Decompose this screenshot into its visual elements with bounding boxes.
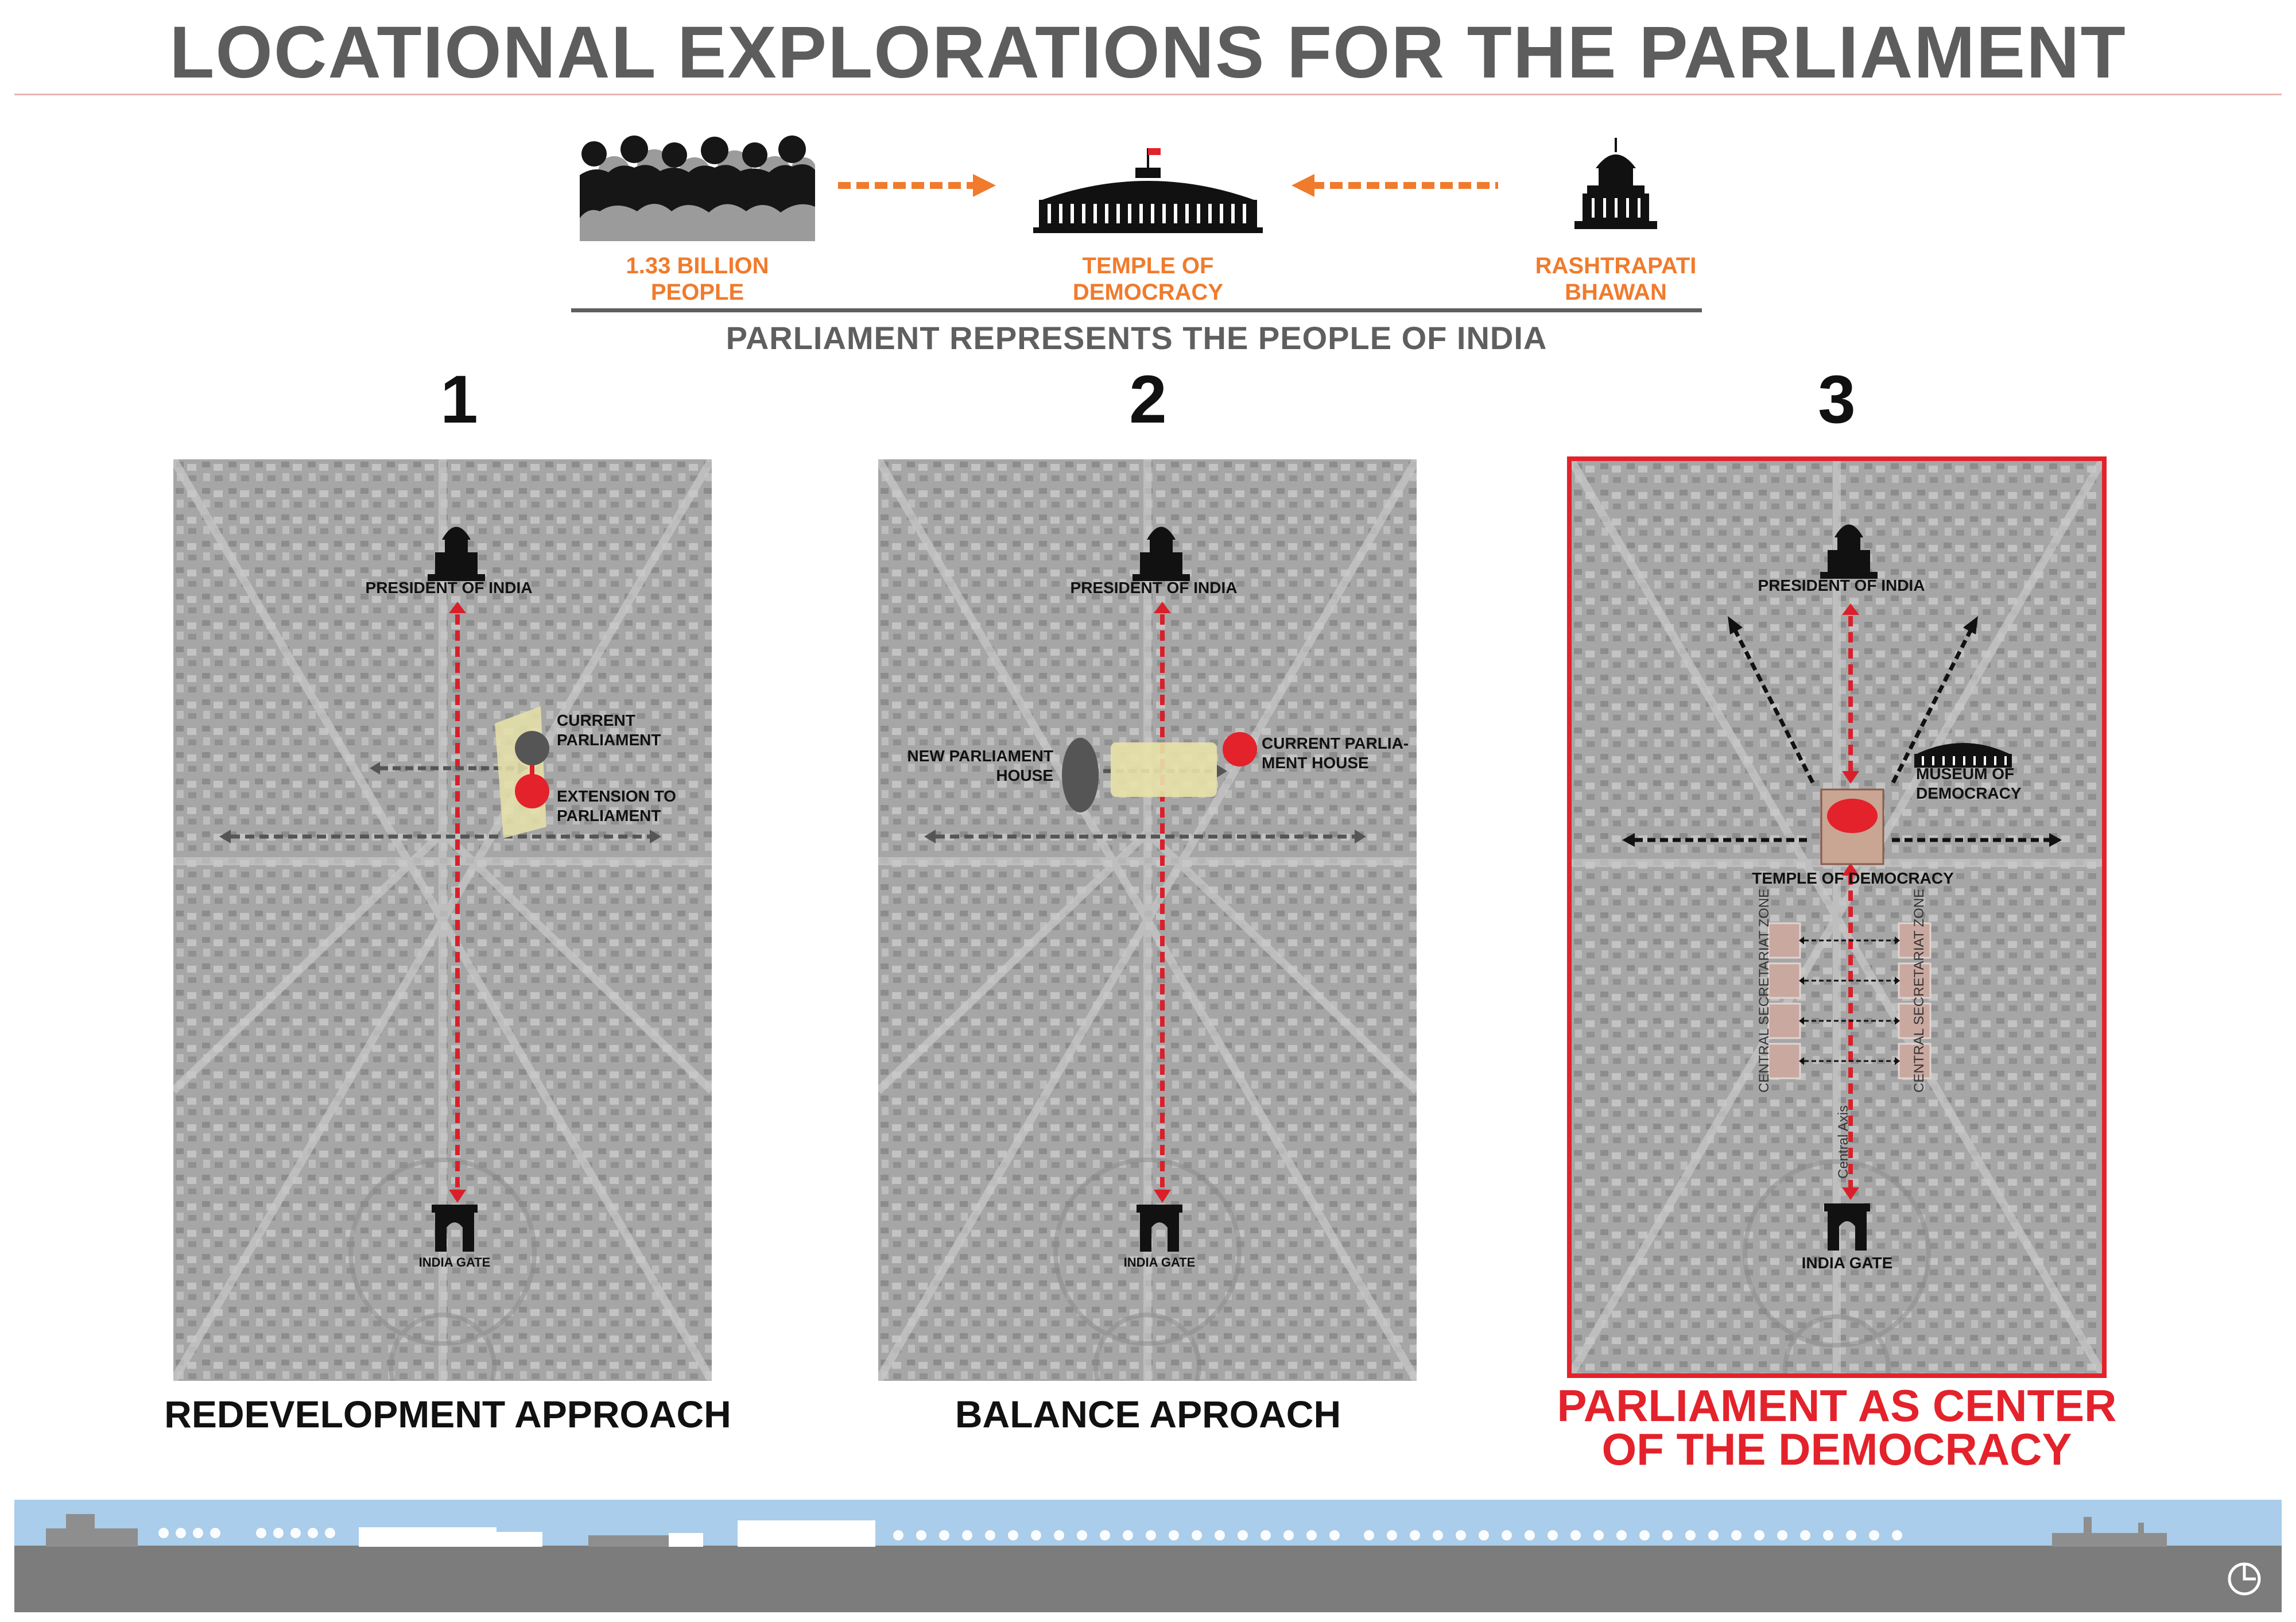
panel-3-museum-line-2: DEMOCRACY [1916,784,2022,802]
arrow-left-icon [1292,174,1498,197]
panel-1-extension-line-2: PARLIAMENT [557,807,661,824]
panel-2-current-line-1: CURRENT PARLIA- [1262,734,1409,752]
rashtrapati-bhawan-icon [1574,138,1657,229]
panel-1-number: 1 [440,362,478,438]
panel-3-zone-label-left: CENTRAL SECRETARIAT ZONE [1756,888,1772,1093]
panel-2-gate-label: INDIA GATE [1123,1255,1196,1269]
panel-3-axis-label: Central Axis [1836,1105,1851,1179]
panel-1-map: PRESIDENT OF INDIA CURRENT PARLIAMENT EX… [173,459,712,1381]
panel-1-india-gate-icon [432,1205,478,1252]
page-title: LOCATIONAL EXPLORATIONS FOR THE PARLIAME… [169,11,2127,94]
bhawan-label-line-1: RASHTRAPATI [1535,253,1697,278]
panel-2-president-icon [1133,527,1190,581]
temple-label: TEMPLE OF DEMOCRACY [1033,253,1263,305]
panel-3-museum-line-1: MUSEUM OF [1916,765,2015,783]
panel-2-current-label: CURRENT PARLIA- MENT HOUSE [1262,734,1409,773]
panel-2-president-label: PRESIDENT OF INDIA [1070,579,1238,597]
temple-label-line-1: TEMPLE OF [1082,253,1214,278]
panel-1-current-line-2: PARLIAMENT [557,731,661,749]
panel-3-india-gate-icon [1824,1203,1870,1251]
panel-1-gate-label: INDIA GATE [418,1255,491,1269]
panel-1-extension-label: EXTENSION TO PARLIAMENT [557,787,676,826]
panel-2-title: BALANCE APROACH [955,1393,1341,1435]
panel-1-president-icon [428,527,485,581]
panel-3-zone-label-right: CENTRAL SECRETARIAT ZONE [1911,888,1927,1093]
parliament-building-icon [1033,148,1263,233]
panel-3-president-label: PRESIDENT OF INDIA [1758,576,1925,594]
people-label: 1.33 BILLION PEOPLE [574,253,821,305]
panel-2-new-label: NEW PARLIAMENT HOUSE [907,746,1053,785]
arrow-right-icon [838,174,996,197]
panel-2-map: PRESIDENT OF INDIA NEW PARLIAMENT HOUSE … [878,459,1417,1381]
flow-subtitle: PARLIAMENT REPRESENTS THE PEOPLE OF INDI… [726,320,1548,356]
panel-1-title: REDEVELOPMENT APPROACH [164,1393,731,1435]
temple-label-line-2: DEMOCRACY [1072,280,1224,305]
panel-3-gate-label: INDIA GATE [1801,1254,1893,1272]
people-label-line-2: PEOPLE [650,280,744,305]
panel-3-museum-icon [1914,743,2012,768]
panel-2-india-gate-icon [1137,1205,1182,1252]
crowd-icon [580,132,815,241]
panel-3-map: PRESIDENT OF INDIA MUSEUM OF DEMOCRACY T… [1567,456,2107,1378]
panel-1-president-label: PRESIDENT OF INDIA [365,579,533,597]
panel-1-current-line-1: CURRENT [557,711,635,729]
panel-3-title-line-1: PARLIAMENT AS CENTER [1557,1380,2117,1431]
panel-3-number: 3 [1818,362,1856,438]
title-divider [14,94,2282,95]
flow-divider [571,308,1702,312]
panel-2-new-line-1: NEW PARLIAMENT [907,747,1053,765]
panel-3-title-line-2: OF THE DEMOCRACY [1601,1424,2072,1474]
skyline-section [14,1500,2282,1612]
bhawan-label: RASHTRAPATI BHAWAN [1510,253,1722,305]
people-label-line-1: 1.33 BILLION [626,253,769,278]
panel-1-current-label: CURRENT PARLIAMENT [557,711,661,750]
panel-2-number: 2 [1129,362,1167,438]
panel-1-extension-line-1: EXTENSION TO [557,787,676,805]
panel-3-president-icon [1820,524,1878,579]
panel-2-new-line-2: HOUSE [996,767,1053,784]
panel-2-current-line-2: MENT HOUSE [1262,754,1369,772]
panel-3-title: PARLIAMENT AS CENTER OF THE DEMOCRACY [1515,1380,2158,1474]
panel-3-museum-label: MUSEUM OF DEMOCRACY [1916,764,2022,803]
panel-3-temple-label: TEMPLE OF DEMOCRACY [1752,869,1954,887]
bhawan-label-line-2: BHAWAN [1565,280,1667,305]
